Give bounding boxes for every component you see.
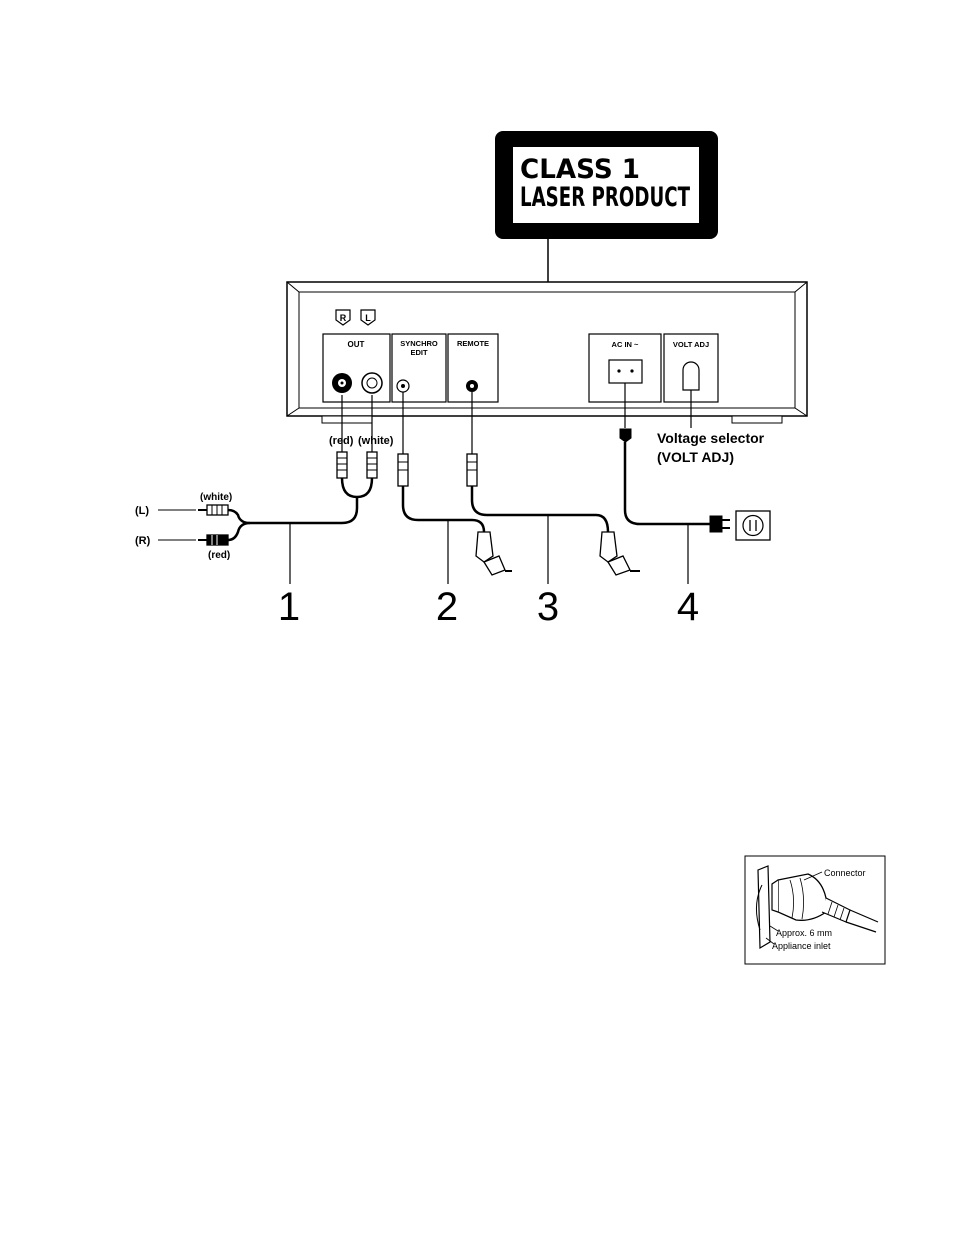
- cable-number-4: 4: [677, 585, 699, 629]
- right-channel-label: (R): [135, 535, 151, 547]
- synchro-edit-terminal: SYNCHRO EDIT: [392, 334, 446, 402]
- cable-2-synchro-edit: [398, 392, 512, 584]
- inset-appliance-inlet-label: Appliance inlet: [772, 941, 831, 951]
- laser-label-line1: CLASS 1: [520, 154, 640, 185]
- svg-text:SYNCHRO: SYNCHRO: [400, 339, 438, 348]
- svg-text:REMOTE: REMOTE: [457, 339, 489, 348]
- cable-number-2: 2: [436, 585, 458, 629]
- cable-number-1: 1: [278, 585, 300, 629]
- voltage-selector-switch: [683, 362, 699, 390]
- svg-text:VOLT ADJ: VOLT ADJ: [673, 340, 709, 349]
- laser-label: CLASS 1 LASER PRODUCT: [495, 131, 718, 239]
- svg-text:R: R: [340, 313, 347, 323]
- svg-text:L: L: [365, 313, 371, 323]
- out-terminal-block: OUT: [323, 334, 390, 402]
- inset-approx-label: Approx. 6 mm: [776, 928, 832, 938]
- out-label: OUT: [348, 340, 365, 349]
- remote-terminal: REMOTE: [448, 334, 498, 402]
- ac-inlet-socket: [609, 360, 642, 383]
- svg-text:AC IN ~: AC IN ~: [612, 340, 640, 349]
- white-jack-label: (white): [358, 435, 394, 447]
- connector-inset: Connector Approx. 6 mm Appliance inlet: [745, 856, 885, 964]
- plug-red-label: (red): [208, 550, 230, 561]
- plug-white-label: (white): [200, 492, 232, 503]
- inset-connector-label: Connector: [824, 868, 866, 878]
- left-channel-label: (L): [135, 505, 149, 517]
- svg-text:EDIT: EDIT: [410, 348, 428, 357]
- wall-outlet-icon: [736, 511, 770, 540]
- voltage-selector-label: Voltage selector: [657, 430, 765, 446]
- red-jack-label: (red): [329, 435, 354, 447]
- laser-label-line2: LASER PRODUCT: [520, 182, 690, 213]
- cable-number-3: 3: [537, 585, 559, 629]
- voltage-selector-sub-label: (VOLT ADJ): [657, 449, 734, 465]
